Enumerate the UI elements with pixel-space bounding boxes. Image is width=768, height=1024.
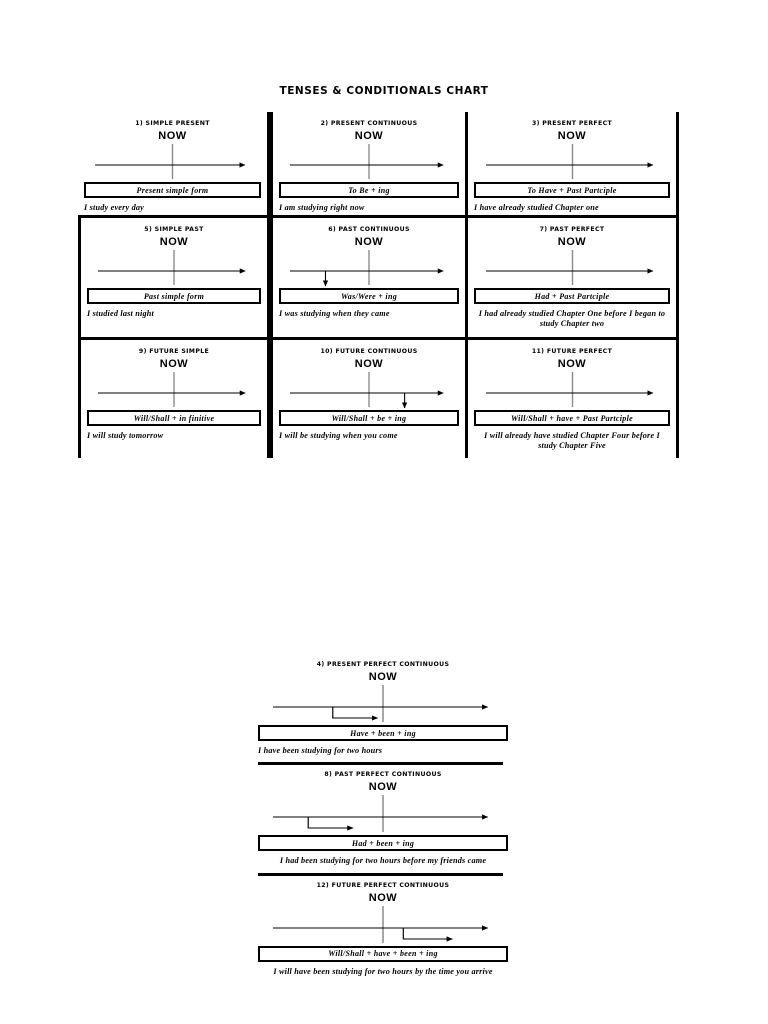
example-sentence: I have been studying for two hours <box>258 746 383 755</box>
now-label: NOW <box>368 781 398 794</box>
tense-heading: 1) SIMPLE PRESENT <box>135 120 210 127</box>
tense-cell: 3) PRESENT PERFECT NOW To Have + Past Part… <box>468 112 679 218</box>
formula-box: Past simple form <box>87 288 261 304</box>
example-sentence: I will study tomorrow <box>87 431 164 440</box>
tense-heading: 6) PAST CONTINUOUS <box>328 226 410 233</box>
tense-heading: 11) FUTURE PERFECT <box>531 348 613 355</box>
now-label: NOW <box>557 130 587 142</box>
tense-cell: 10) FUTURE CONTINUOUS NOW Will/Shall + be … <box>270 340 468 458</box>
example-sentence: I was studying when they came <box>279 309 390 318</box>
example-sentence: I will be studying when you come <box>279 431 398 440</box>
timeline-diagram <box>474 248 670 288</box>
tense-heading: 3) PRESENT PERFECT <box>531 120 613 127</box>
section-divider <box>258 762 503 766</box>
formula-box: Will/Shall + in finitive <box>87 410 261 426</box>
now-label: NOW <box>159 236 189 248</box>
example-sentence: I have already studied Chapter one <box>474 203 599 212</box>
example-sentence: I studied last night <box>87 309 155 318</box>
now-label: NOW <box>159 358 189 370</box>
timeline-diagram <box>279 248 459 288</box>
page-title: TENSES & CONDITIONALS CHART <box>279 85 489 97</box>
tense-cell: 5) SIMPLE PAST NOW Past simple form I studi… <box>78 218 270 340</box>
example-sentence: I will already have studied Chapter Four… <box>484 431 660 451</box>
timeline-diagram <box>258 793 508 835</box>
timeline-diagram <box>87 370 261 410</box>
example-sentence: I am studying right now <box>279 203 365 212</box>
tense-heading: 10) FUTURE CONTINUOUS <box>320 348 418 355</box>
tense-cell: 2) PRESENT CONTINUOUS NOW To Be + ing I am … <box>270 112 468 218</box>
tense-cell: 11) FUTURE PERFECT NOW Will/Shall + have +… <box>468 340 679 458</box>
formula-box: Had + Past Partciple <box>474 288 670 304</box>
example-sentence: I study every day <box>84 203 145 212</box>
timeline-diagram <box>474 142 670 182</box>
now-label: NOW <box>368 671 398 683</box>
now-label: NOW <box>557 358 587 370</box>
timeline-diagram <box>87 248 261 288</box>
formula-box: Present simple form <box>84 182 261 198</box>
now-label: NOW <box>354 236 384 248</box>
tense-cell: 6) PAST CONTINUOUS NOW Was/Were + ing I was… <box>270 218 468 340</box>
tense-heading: 2) PRESENT CONTINUOUS <box>320 120 418 127</box>
formula-box: Was/Were + ing <box>279 288 459 304</box>
tense-heading: 8) PAST PERFECT CONTINUOUS <box>324 771 442 779</box>
now-label: NOW <box>354 130 384 142</box>
tense-heading: 9) FUTURE SIMPLE <box>138 348 210 355</box>
formula-box: Will/Shall + be + ing <box>279 410 459 426</box>
timeline-diagram <box>279 370 459 410</box>
tense-block: 8) PAST PERFECT CONTINUOUS NOW Had + been … <box>258 771 508 866</box>
timeline-diagram <box>258 904 508 946</box>
tense-heading: 5) SIMPLE PAST <box>144 226 204 233</box>
now-label: NOW <box>158 130 187 142</box>
tense-block: 4) PRESENT PERFECT CONTINUOUS NOW Have + b… <box>258 661 508 756</box>
now-label: NOW <box>557 236 587 248</box>
formula-box: To Have + Past Partciple <box>474 182 670 198</box>
formula-box: Will/Shall + have + Past Partciple <box>474 410 670 426</box>
section-divider <box>258 872 503 876</box>
tense-heading: 7) PAST PERFECT <box>539 226 605 233</box>
example-sentence: I will have been studying for two hours … <box>273 966 493 976</box>
now-label: NOW <box>354 358 384 370</box>
formula-box: To Be + ing <box>279 182 459 198</box>
formula-box: Will/Shall + have + been + ing <box>258 945 508 962</box>
tense-block: 12) FUTURE PERFECT CONTINUOUS NOW Will/Sha… <box>258 882 508 977</box>
tense-cell: 7) PAST PERFECT NOW Had + Past Partciple I … <box>468 218 679 340</box>
continuous-tenses-section: 4) PRESENT PERFECT CONTINUOUS NOW Have + b… <box>258 655 508 977</box>
timeline-diagram <box>279 142 459 182</box>
formula-box: Have + been + ing <box>258 725 508 741</box>
example-sentence: I had been studying for two hours before… <box>279 856 487 866</box>
timeline-diagram <box>474 370 670 410</box>
timeline-diagram <box>258 683 508 725</box>
formula-box: Had + been + ing <box>258 835 508 852</box>
tense-cell: 9) FUTURE SIMPLE NOW Will/Shall + in finit… <box>78 340 270 458</box>
tense-heading: 12) FUTURE PERFECT CONTINUOUS <box>316 881 450 889</box>
example-sentence: I had already studied Chapter One before… <box>478 309 666 329</box>
tense-heading: 4) PRESENT PERFECT CONTINUOUS <box>316 661 450 668</box>
timeline-diagram <box>84 142 261 182</box>
now-label: NOW <box>368 891 398 904</box>
